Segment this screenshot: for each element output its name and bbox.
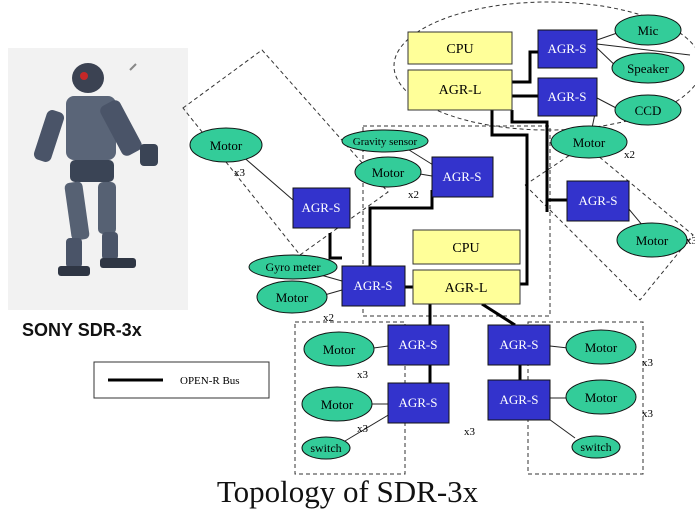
svg-text:CPU: CPU: [452, 241, 479, 256]
agr-s-mic-speaker: AGR-S: [537, 29, 598, 69]
svg-text:AGR-S: AGR-S: [578, 193, 617, 208]
right-switch-node: switch: [571, 435, 621, 459]
x2-head-label: x2: [624, 149, 635, 161]
agr-s-left-foot: AGR-S: [387, 382, 450, 424]
ccd-node: CCD: [614, 94, 682, 126]
x3-left-foot-label: x3: [357, 423, 369, 435]
svg-text:AGR-S: AGR-S: [301, 200, 340, 215]
left-switch-node: switch: [301, 436, 351, 460]
agr-s-right-arm: AGR-S: [566, 180, 630, 222]
x3-right-foot-label: x3: [642, 408, 654, 420]
agr-s-right-foot: AGR-S: [487, 379, 551, 421]
svg-text:switch: switch: [310, 441, 341, 455]
agr-s-right-hip: AGR-S: [487, 324, 551, 366]
svg-text:AGR-S: AGR-S: [547, 41, 586, 56]
right-foot-motor-node: Motor: [565, 379, 637, 415]
left-arm-group-outline: [182, 49, 389, 256]
svg-text:AGR-S: AGR-S: [547, 89, 586, 104]
agr-s-left-hip: AGR-S: [387, 324, 450, 366]
x3-left-arm-label: x3: [234, 167, 246, 179]
svg-text:AGR-L: AGR-L: [439, 83, 482, 98]
right-hip-motor-node: Motor: [565, 329, 637, 365]
gravity-motor-node: Motor: [354, 156, 422, 188]
x3-right-hip-label: x3: [642, 357, 654, 369]
agr-s-left-arm: AGR-S: [292, 187, 351, 229]
svg-text:AGR-L: AGR-L: [445, 281, 488, 296]
x3-right-arm-label: x3: [686, 235, 695, 247]
svg-text:Motor: Motor: [636, 233, 669, 248]
agr-l-center: AGR-L: [412, 269, 521, 305]
cpu-center: CPU: [412, 229, 521, 265]
svg-text:Motor: Motor: [573, 135, 606, 150]
x2-gravity-label: x2: [408, 189, 419, 201]
svg-text:Motor: Motor: [585, 340, 618, 355]
right-arm-group-outline: [524, 144, 694, 301]
left-arm-motor-node: Motor: [189, 127, 263, 163]
robot-caption: SONY SDR-3x: [22, 320, 142, 340]
multiplicity-labels: x2 x3 x2 x3 x2 x3 x3 x3 x3 x3: [234, 149, 695, 438]
legend-label: OPEN-R Bus: [180, 375, 240, 387]
x3-left-hip-label: x3: [357, 369, 369, 381]
svg-text:CCD: CCD: [635, 103, 662, 118]
agr-s-gyro: AGR-S: [341, 265, 406, 307]
svg-text:Motor: Motor: [323, 342, 356, 357]
open-r-bus-lines: [328, 50, 567, 383]
svg-text:Mic: Mic: [638, 23, 659, 38]
svg-text:AGR-S: AGR-S: [499, 337, 538, 352]
agr-s-gravity: AGR-S: [431, 156, 494, 198]
svg-text:Gyro meter: Gyro meter: [266, 260, 321, 274]
legend: OPEN-R Bus: [93, 361, 270, 399]
svg-text:Speaker: Speaker: [627, 61, 670, 76]
robot-photo: [8, 48, 188, 310]
left-hip-motor-node: Motor: [303, 331, 375, 367]
speaker-node: Speaker: [611, 52, 685, 84]
gyro-meter-node: Gyro meter: [248, 254, 338, 280]
agr-l-top: AGR-L: [407, 69, 513, 111]
diagram-title: Topology of SDR-3x: [216, 474, 479, 509]
svg-text:CPU: CPU: [446, 42, 473, 57]
svg-text:Motor: Motor: [276, 290, 309, 305]
svg-text:Gravity sensor: Gravity sensor: [353, 136, 418, 148]
svg-text:Motor: Motor: [585, 390, 618, 405]
svg-text:AGR-S: AGR-S: [398, 395, 437, 410]
mic-node: Mic: [614, 14, 682, 46]
right-arm-motor-node: Motor: [616, 222, 688, 258]
gravity-sensor-node: Gravity sensor: [341, 129, 429, 153]
center-group-outline: [362, 125, 551, 317]
gyro-motor-node: Motor: [256, 280, 328, 314]
head-motor-node: Motor: [550, 125, 628, 159]
svg-text:AGR-S: AGR-S: [499, 392, 538, 407]
svg-text:Motor: Motor: [372, 165, 405, 180]
svg-text:Motor: Motor: [210, 138, 243, 153]
x3-center-label: x3: [464, 426, 476, 438]
left-foot-motor-node: Motor: [301, 386, 373, 422]
svg-text:AGR-S: AGR-S: [442, 169, 481, 184]
cpu-top: CPU: [407, 31, 513, 65]
svg-text:AGR-S: AGR-S: [398, 337, 437, 352]
x2-gyro-label: x2: [323, 312, 334, 324]
svg-text:AGR-S: AGR-S: [353, 278, 392, 293]
svg-text:switch: switch: [580, 440, 611, 454]
agr-s-ccd: AGR-S: [537, 77, 598, 117]
svg-text:Motor: Motor: [321, 397, 354, 412]
